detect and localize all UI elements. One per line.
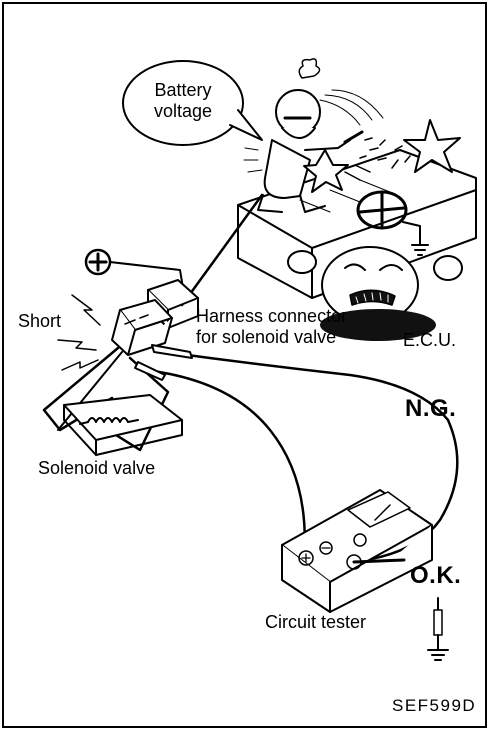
ground-symbol-icon bbox=[402, 221, 429, 256]
ok-label: O.K. bbox=[410, 562, 462, 589]
speech-bubble bbox=[122, 60, 263, 146]
star-icon bbox=[303, 149, 349, 193]
ecu-wire bbox=[180, 193, 264, 307]
battery-voltage-line-1: Battery bbox=[154, 80, 212, 100]
harness-connector-line-2: for solenoid valve bbox=[196, 326, 337, 347]
solenoid-box bbox=[63, 394, 183, 456]
ecu-character bbox=[287, 246, 463, 341]
ecu-wheel-mark bbox=[356, 190, 408, 230]
short-label: Short bbox=[18, 311, 62, 331]
ng-label: N.G. bbox=[405, 395, 457, 422]
tester-lead-black bbox=[143, 368, 306, 562]
harness-connector-label: Harness connector for solenoid valve bbox=[196, 306, 347, 347]
coil-icon bbox=[79, 417, 139, 425]
probe-pin bbox=[151, 344, 193, 359]
figure-code: SEF599D bbox=[392, 696, 477, 715]
spark-spray bbox=[344, 137, 411, 181]
probe-pin bbox=[134, 361, 166, 381]
lightning-icon bbox=[57, 294, 101, 371]
battery-voltage-label: Battery voltage bbox=[148, 80, 218, 121]
ground-symbol-icon bbox=[427, 597, 449, 661]
circuit-tester-label: Circuit tester bbox=[265, 612, 367, 632]
ok-wire bbox=[352, 558, 406, 564]
harness-connector bbox=[111, 279, 199, 356]
battery-voltage-line-2: voltage bbox=[153, 100, 213, 121]
harness-connector-line-1: Harness connector bbox=[196, 306, 348, 326]
man-figure bbox=[243, 58, 384, 213]
solenoid-valve-label: Solenoid valve bbox=[38, 458, 156, 478]
circuit-tester bbox=[281, 489, 433, 613]
star-icon bbox=[403, 119, 461, 173]
ecu-label: E.C.U. bbox=[403, 330, 457, 350]
